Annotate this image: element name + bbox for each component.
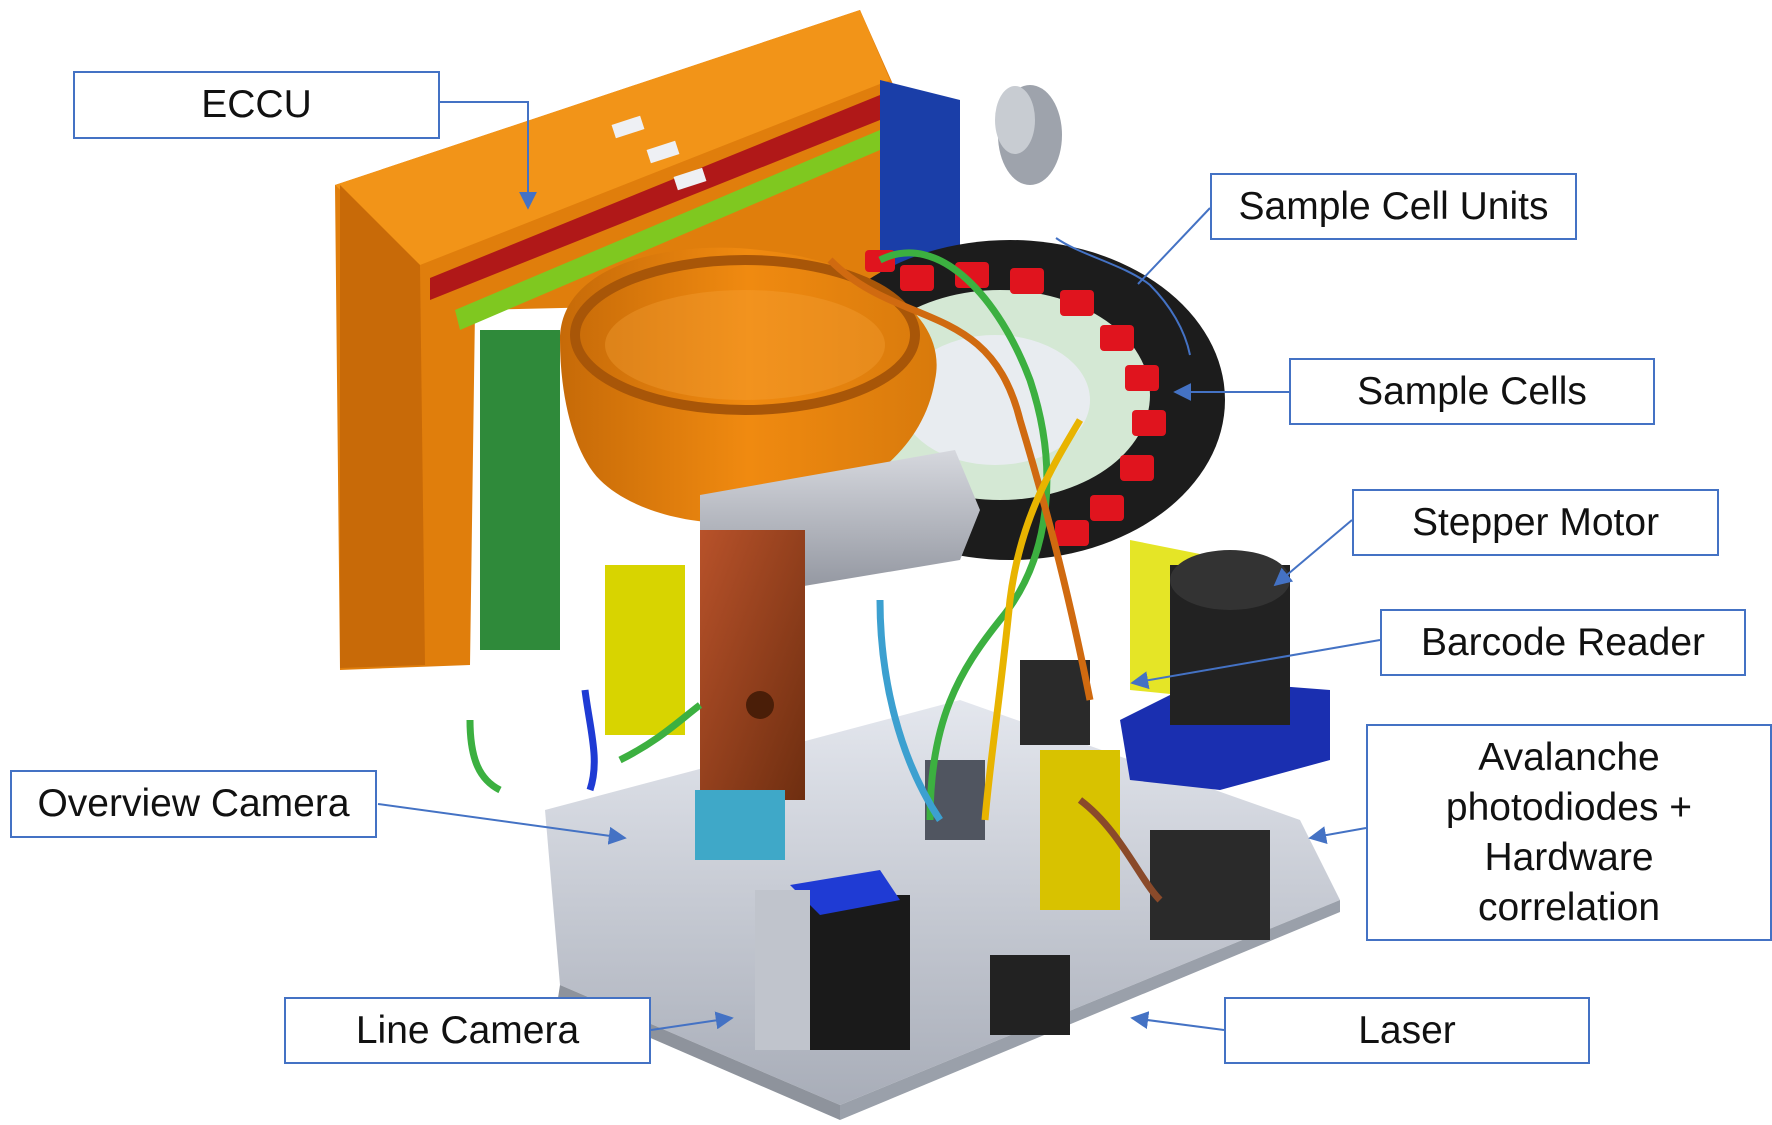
label-sample-cells: Sample Cells	[1289, 358, 1655, 425]
label-barcode-reader: Barcode Reader	[1380, 609, 1746, 676]
label-sample-cell-units: Sample Cell Units	[1210, 173, 1577, 240]
leader-eccu	[439, 101, 537, 210]
leader-barcode-reader	[1130, 639, 1381, 690]
cables	[466, 249, 1163, 903]
front-assemblies	[755, 760, 1270, 1050]
optics-tower	[695, 530, 805, 860]
leader-sample-cell-units-bracket	[1055, 237, 1191, 356]
label-eccu: ECCU	[73, 71, 440, 139]
leader-laser	[1130, 1011, 1225, 1031]
label-stepper-motor: Stepper Motor	[1352, 489, 1719, 556]
label-overview-camera: Overview Camera	[10, 770, 377, 838]
orange-bowl	[560, 247, 937, 524]
leader-sample-cell-units	[1137, 207, 1211, 285]
label-avalanche-line-3: Hardware	[1484, 835, 1654, 879]
eccu-housing	[335, 10, 1062, 670]
leader-stepper-motor	[1273, 519, 1353, 587]
leader-lines	[377, 101, 1381, 1031]
label-line-camera: Line Camera	[284, 997, 651, 1064]
barcode-reader-body	[1020, 660, 1090, 745]
label-avalanche-line-4: correlation	[1477, 885, 1661, 929]
leader-avalanche	[1308, 826, 1367, 845]
label-avalanche-photodiodes: Avalanche photodiodes + Hardware correla…	[1366, 724, 1772, 941]
label-avalanche-line-1: Avalanche	[1478, 735, 1660, 779]
stepper-motor	[1120, 550, 1330, 790]
leader-overview-camera	[377, 803, 627, 845]
label-laser: Laser	[1224, 997, 1590, 1064]
label-avalanche-line-2: photodiodes +	[1445, 785, 1693, 829]
leader-line-camera	[650, 1011, 734, 1031]
yellow-brackets	[605, 540, 1230, 910]
